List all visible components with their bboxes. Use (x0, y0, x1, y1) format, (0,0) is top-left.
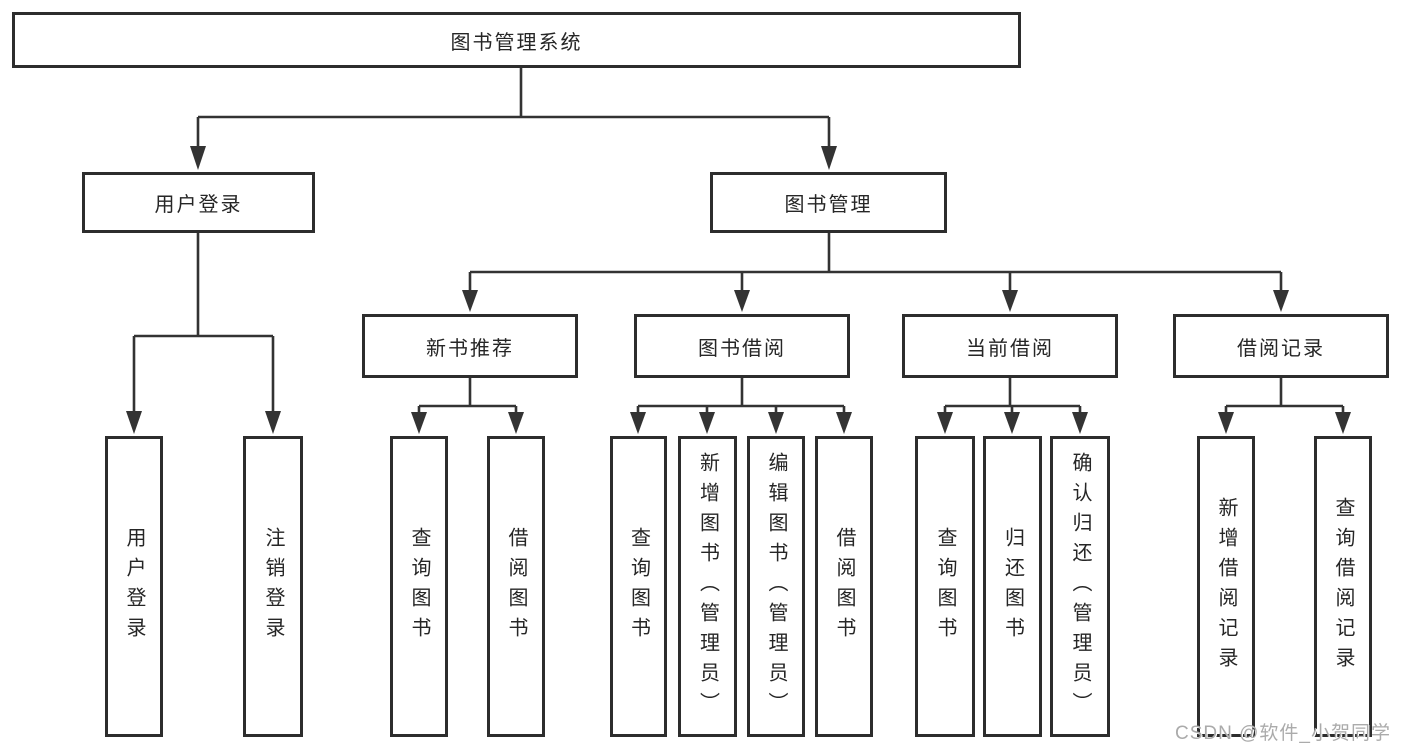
node-label: 图书借阅 (698, 337, 786, 360)
leaf-label: 查询借阅记录 (1332, 496, 1354, 677)
connector-bookborrow-to-leaves (636, 378, 846, 415)
node-label: 用户登录 (154, 194, 243, 216)
connector-bookmgmt-to-level3 (468, 233, 1283, 293)
node-book-borrow: 图书借阅 (634, 314, 850, 378)
leaf-confirm-return-admin: 确认归还（管理员） (1050, 436, 1110, 737)
leaf-add-borrow-record: 新增借阅记录 (1197, 436, 1255, 737)
leaf-label: 用户登录 (123, 526, 145, 647)
node-user-login-branch: 用户登录 (82, 172, 315, 233)
leaf-borrow-query-book: 查询图书 (610, 436, 667, 737)
leaf-label: 注销登录 (262, 526, 284, 647)
leaf-user-login: 用户登录 (105, 436, 163, 737)
node-label: 当前借阅 (966, 337, 1054, 360)
leaf-borrow-book: 借阅图书 (815, 436, 873, 737)
leaf-current-query-book: 查询图书 (915, 436, 975, 737)
leaf-label: 查询图书 (408, 526, 430, 647)
leaf-label: 查询图书 (934, 526, 956, 647)
connector-userlogin-to-leaves (132, 233, 275, 414)
node-root-label: 图书管理系统 (450, 31, 583, 54)
connector-borrowrecords-to-leaves (1224, 378, 1345, 415)
leaf-label: 确认归还（管理员） (1069, 451, 1091, 722)
node-root: 图书管理系统 (12, 12, 1021, 68)
node-label: 图书管理 (784, 194, 873, 216)
leaf-recommend-query-book: 查询图书 (390, 436, 448, 737)
leaf-label: 借阅图书 (833, 526, 855, 647)
leaf-logout: 注销登录 (243, 436, 303, 737)
arrowheads (126, 146, 1351, 434)
node-new-book-recommend: 新书推荐 (362, 314, 578, 378)
leaf-add-book-admin: 新增图书（管理员） (678, 436, 737, 737)
leaf-label: 新增借阅记录 (1215, 496, 1237, 677)
leaf-label: 借阅图书 (505, 526, 527, 647)
connector-currentborrow-to-leaves (943, 378, 1082, 415)
leaf-return-book: 归还图书 (983, 436, 1042, 737)
node-label: 新书推荐 (426, 337, 514, 360)
leaf-query-borrow-record: 查询借阅记录 (1314, 436, 1372, 737)
leaf-label: 编辑图书（管理员） (765, 451, 787, 722)
csdn-watermark: CSDN @软件_小贺同学 (1175, 723, 1391, 744)
leaf-label: 查询图书 (627, 526, 650, 647)
leaf-recommend-borrow-book: 借阅图书 (487, 436, 545, 737)
leaf-edit-book-admin: 编辑图书（管理员） (747, 436, 805, 737)
node-label: 借阅记录 (1237, 337, 1325, 360)
node-borrow-records: 借阅记录 (1173, 314, 1389, 378)
node-book-management-branch: 图书管理 (710, 172, 947, 233)
connector-newbookrec-to-leaves (417, 378, 518, 415)
node-current-borrow: 当前借阅 (902, 314, 1118, 378)
connector-root-to-level2 (196, 68, 831, 150)
leaf-label: 新增图书（管理员） (696, 451, 719, 722)
leaf-label: 归还图书 (1001, 526, 1024, 647)
